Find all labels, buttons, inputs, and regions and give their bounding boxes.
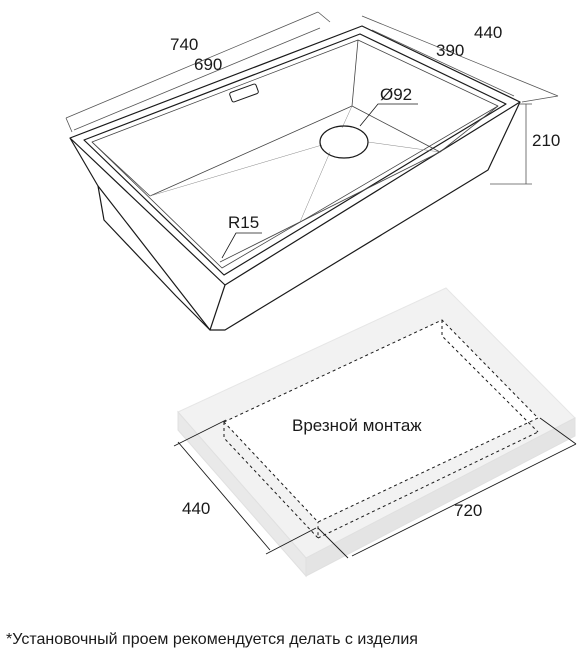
- dim-length-outer: 740: [170, 35, 198, 54]
- cutout-opening: [223, 319, 539, 523]
- footnote: *Установочный проем рекомендуется делать…: [6, 631, 418, 648]
- sink-outer-rim: [69, 25, 521, 286]
- corner-radius-leader: [221, 232, 262, 259]
- drain-slope-line: [367, 141, 441, 153]
- slab-right-edge: [305, 417, 576, 577]
- sink-body-right: [210, 101, 521, 331]
- bowl-edge-line: [91, 141, 151, 197]
- drain-slope-line: [149, 144, 323, 197]
- dim-drain-diameter: Ø92: [380, 85, 412, 104]
- cutout-inner-edge: [223, 422, 319, 540]
- overflow-plate: [229, 83, 259, 103]
- sink-dimension-lines: [65, 11, 559, 185]
- sink-bowl-bottom: [149, 105, 441, 263]
- cutout-dimension-lines: [173, 417, 577, 559]
- sink-body-left: [69, 137, 226, 331]
- dim-length-inner: 690: [194, 55, 222, 74]
- cutout-inner-edge-bottom: [317, 431, 539, 539]
- drain-hole: [319, 125, 369, 159]
- sink-inner-rim: [83, 33, 507, 276]
- dim-width-inner: 390: [436, 41, 464, 60]
- dim-depth: 210: [532, 131, 560, 150]
- drain-slope-line: [299, 151, 331, 223]
- dim-width-outer: 440: [474, 23, 502, 42]
- cutout-caption: Врезной монтаж: [292, 416, 422, 435]
- bowl-edge-line: [351, 39, 359, 107]
- dim-corner-radius: R15: [228, 213, 259, 232]
- bowl-edge-line: [439, 105, 499, 153]
- cutout-slab: [177, 287, 576, 578]
- sink-drawing: [69, 25, 521, 331]
- dim-cutout-width: 440: [182, 499, 210, 518]
- drain-diameter-leader: [359, 103, 418, 127]
- drain-slope-line: [341, 105, 353, 129]
- sink-body-front: [97, 185, 211, 331]
- dim-cutout-length: 720: [454, 501, 482, 520]
